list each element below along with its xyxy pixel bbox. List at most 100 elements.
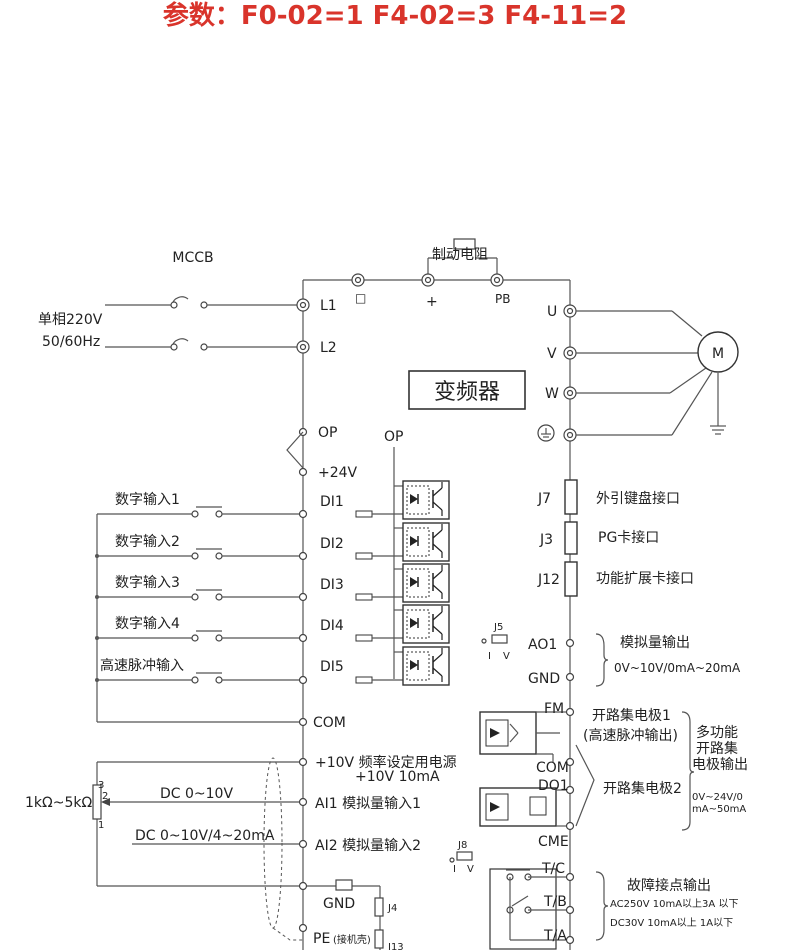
relay-title: 故障接点输出	[627, 877, 711, 894]
optocoupler-inputs	[355, 480, 450, 686]
terminal-ta: T/A	[543, 928, 575, 945]
jumper-j8: J8 I V	[449, 840, 474, 875]
l2-label: L2	[320, 340, 337, 356]
motor-wires	[576, 310, 726, 436]
analog-output-range: 0V~10V/0mA~20mA	[614, 661, 741, 675]
digital-input-1: 数字输入1 DI1	[97, 492, 344, 519]
ai1-label: AI1 模拟量输入1	[315, 796, 421, 812]
terminal-ao-gnd: GND	[528, 671, 575, 687]
optocoupler-1	[355, 480, 450, 520]
mccb-label: MCCB	[172, 250, 213, 266]
jumper-j5: J5 I V	[481, 622, 510, 662]
brake-resistor-label: 制动电阻	[432, 247, 488, 263]
oc-spec-label-1: 0V~24V/0	[692, 792, 743, 803]
j5-label: J5	[493, 622, 503, 633]
oc-com-label: COM	[536, 760, 569, 776]
motor-label: M	[712, 346, 724, 362]
multi-function-label-2: 开路集	[696, 740, 738, 757]
u-label: U	[547, 304, 557, 320]
com-cme-link	[575, 744, 595, 827]
terminal-do1: DO1	[538, 778, 575, 795]
p10v-label: +10V 频率设定用电源	[315, 754, 457, 771]
j12-label: J12	[537, 572, 560, 588]
com-label: COM	[313, 715, 346, 731]
parameter-title: 参数：F0-02=1 F4-02=3 F4-11=2	[163, 0, 627, 31]
terminal-10v: +10V 频率设定用电源 +10V 10mA	[298, 754, 457, 785]
digital-input-2: 数字输入2 DI2	[95, 534, 344, 561]
terminal-pb: PB	[490, 273, 510, 306]
dc-current-label: DC 0~10V/4~20mA	[135, 828, 275, 844]
terminal-w: W	[545, 386, 577, 402]
optocoupler-4	[355, 604, 450, 644]
w-label: W	[545, 386, 559, 402]
l1-label: L1	[320, 298, 337, 314]
cme-label: CME	[538, 834, 569, 850]
oc-output-block-2	[479, 787, 570, 827]
terminal-24v: +24V	[298, 465, 358, 481]
terminal-u: U	[547, 304, 577, 320]
digital-input-3: 数字输入3 DI3	[95, 575, 344, 602]
pb-label: PB	[495, 292, 510, 306]
pot-pin2-label: 2	[102, 791, 108, 802]
di2-label: DI2	[320, 536, 344, 552]
terminal-l2: L2	[296, 340, 337, 356]
di3-label: DI3	[320, 577, 344, 593]
j13-label: J13	[387, 942, 404, 950]
inverter-box	[408, 370, 526, 410]
connector-j12: J12 功能扩展卡接口	[537, 561, 694, 597]
oc2-label: 开路集电极2	[603, 780, 682, 797]
terminal-ai1: AI1 模拟量输入1	[298, 796, 421, 812]
dc-0-10v-label: DC 0~10V	[160, 786, 233, 802]
terminal-ai2: AI2 模拟量输入2	[298, 838, 421, 854]
j7-desc: 外引键盘接口	[596, 490, 680, 507]
potentiometer: 3 2 1 1kΩ~5kΩ	[25, 761, 303, 887]
tb-label: T/B	[543, 894, 567, 910]
terminal-dc-minus: □	[351, 273, 366, 305]
p10v-rating-label: +10V 10mA	[355, 769, 440, 785]
ao-brace	[595, 633, 609, 687]
digital-input-1-label: 数字输入1	[115, 492, 180, 508]
inverter-label: 变频器	[434, 380, 500, 405]
di1-label: DI1	[320, 494, 344, 510]
terminal-ao1: AO1	[528, 637, 575, 653]
di4-label: DI4	[320, 618, 344, 634]
supply-frequency-label: 50/60Hz	[42, 334, 100, 350]
op-top-label: OP	[384, 429, 403, 445]
motor-symbol	[697, 331, 739, 373]
digital-input-4-label: 数字输入4	[115, 616, 180, 632]
j12-desc: 功能扩展卡接口	[596, 570, 694, 587]
power-input-wires	[105, 296, 297, 351]
v-label: V	[547, 346, 557, 362]
multi-function-label-3: 电极输出	[692, 757, 748, 773]
j8-label: J8	[457, 840, 467, 851]
j8-v-label: V	[467, 864, 474, 875]
gnd-label: GND	[323, 896, 355, 912]
terminal-op: OP	[298, 425, 337, 441]
j8-i-label: I	[453, 864, 456, 875]
dc-plus-label: +	[426, 294, 438, 310]
oc-spec-label-2: mA~50mA	[692, 804, 746, 815]
fm-label: FM	[544, 701, 564, 717]
terminal-cme: CME	[538, 821, 575, 850]
pot-pin3-label: 3	[98, 780, 104, 791]
oc-output-block-1	[479, 711, 570, 762]
ao1-label: AO1	[528, 637, 557, 653]
analog-output-title: 模拟量输出	[620, 635, 690, 651]
relay-block	[489, 868, 570, 950]
terminal-dc-plus: +	[421, 273, 438, 310]
brake-resistor: 制动电阻	[427, 238, 498, 280]
digital-input-3-label: 数字输入3	[115, 575, 180, 591]
tc-label: T/C	[541, 861, 565, 877]
optocoupler-3	[355, 563, 450, 603]
relay-spec-2: DC30V 10mA以上 1A以下	[610, 917, 733, 929]
pot-resistance-label: 1kΩ~5kΩ	[25, 795, 92, 811]
pe-label: PE	[313, 931, 330, 947]
terminal-oc-com: COM	[536, 757, 575, 776]
dc-square-label: □	[355, 291, 366, 305]
pulse-input-label: 高速脉冲输入	[100, 657, 184, 674]
j4-label: J4	[387, 903, 397, 914]
supply-voltage-label: 单相220V	[38, 312, 103, 328]
j5-v-label: V	[503, 651, 510, 662]
j7-label: J7	[537, 491, 551, 507]
